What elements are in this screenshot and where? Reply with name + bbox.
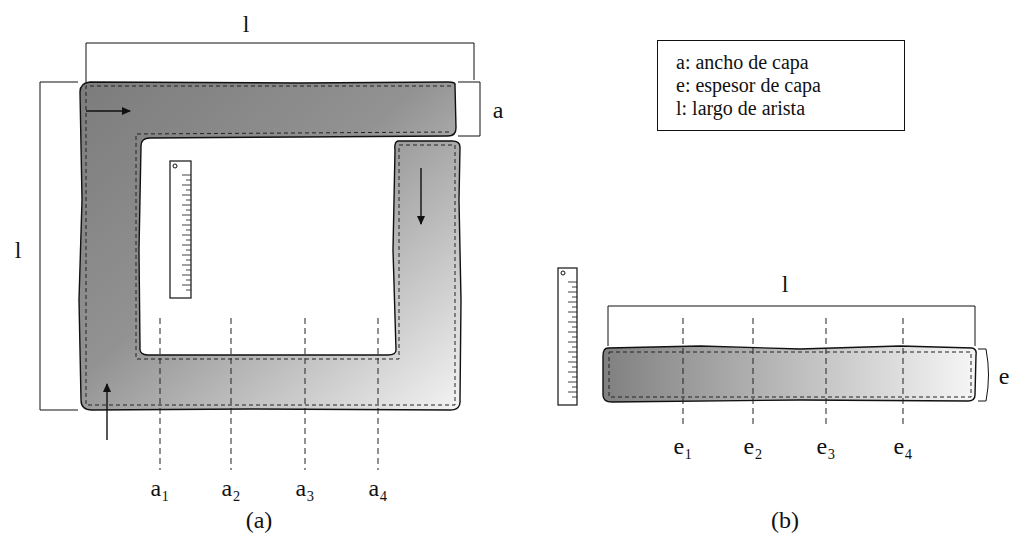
measure-label: a₂	[221, 476, 240, 500]
direction-arrow	[420, 168, 421, 224]
dimension-label: l	[15, 238, 22, 262]
layer-side	[603, 346, 976, 402]
measure-label: a₃	[295, 476, 314, 500]
ruler-tick	[182, 195, 191, 196]
dimension-bracket	[458, 82, 480, 136]
ruler-tick	[186, 230, 191, 231]
ruler-tick	[182, 225, 191, 226]
ruler-tick	[568, 392, 577, 393]
ruler-tick	[186, 200, 191, 201]
dimension-label: a	[493, 98, 504, 122]
dimension-label: l	[243, 12, 250, 36]
ruler-tick	[186, 240, 191, 241]
ruler-tick	[568, 362, 577, 363]
ruler-tick	[568, 302, 577, 303]
ruler-tick	[572, 347, 577, 348]
dimension-label: l	[782, 272, 789, 296]
ruler-tick	[568, 282, 577, 283]
measure-label: a₄	[368, 476, 387, 500]
ruler-tick	[182, 185, 191, 186]
ruler-tick	[186, 260, 191, 261]
ruler-tick	[568, 352, 577, 353]
ruler-tick	[572, 327, 577, 328]
ruler-tick	[572, 297, 577, 298]
direction-arrow	[86, 110, 130, 111]
layer-outline-dashed	[609, 352, 971, 397]
ruler-tick	[182, 285, 191, 286]
ruler-tick	[572, 287, 577, 288]
dimension-bracket	[978, 349, 989, 401]
direction-arrow	[106, 384, 107, 440]
measure-line	[160, 318, 378, 470]
ruler-tick	[186, 270, 191, 271]
ruler-tick	[186, 180, 191, 181]
ruler-tick	[182, 245, 191, 246]
ruler-tick	[182, 265, 191, 266]
ruler-tick	[186, 210, 191, 211]
ruler-tick	[568, 292, 577, 293]
ruler-tick	[186, 290, 191, 291]
ruler-tick	[186, 190, 191, 191]
layer-shape	[79, 82, 461, 410]
ruler-tick	[572, 337, 577, 338]
ruler-tick	[572, 307, 577, 308]
ruler-tick	[568, 342, 577, 343]
measure-label: a₁	[150, 476, 169, 500]
ruler-tick	[568, 382, 577, 383]
ruler-tick	[572, 317, 577, 318]
ruler-tick	[182, 175, 191, 176]
ruler-tick	[568, 322, 577, 323]
dimension-bracket	[86, 43, 474, 82]
ruler-tick	[572, 367, 577, 368]
ruler-tick	[568, 372, 577, 373]
ruler-tick	[182, 235, 191, 236]
panel-label: (a)	[246, 508, 273, 532]
dimension-label: e	[999, 364, 1010, 388]
ruler-tick	[182, 275, 191, 276]
legend-box: a: ancho de capae: espesor de capal: lar…	[657, 40, 905, 131]
legend-entry: a: ancho de capa	[676, 51, 886, 74]
panel-label: (b)	[771, 508, 799, 532]
ruler	[170, 161, 191, 298]
legend-entry: e: espesor de capa	[676, 74, 886, 97]
measure-label: e₄	[893, 434, 912, 458]
ruler-tick	[572, 387, 577, 388]
measure-label: e₂	[743, 434, 762, 458]
measure-label: e₁	[673, 434, 692, 458]
ruler-tick	[186, 280, 191, 281]
layer-outline-dashed	[86, 86, 455, 405]
ruler-tick	[186, 250, 191, 251]
ruler-tick	[572, 357, 577, 358]
dimension-bracket	[40, 82, 78, 410]
ruler-tick	[572, 397, 577, 398]
measure-label: e₃	[816, 434, 835, 458]
ruler-tick	[186, 220, 191, 221]
dimension-bracket	[608, 306, 975, 346]
legend-entry: l: largo de arista	[676, 97, 886, 120]
ruler-tick	[572, 377, 577, 378]
ruler-tick	[568, 312, 577, 313]
ruler	[558, 268, 577, 405]
ruler-tick	[182, 215, 191, 216]
ruler-tick	[182, 205, 191, 206]
measure-line	[683, 318, 903, 428]
ruler-tick	[182, 255, 191, 256]
ruler-tick	[568, 332, 577, 333]
